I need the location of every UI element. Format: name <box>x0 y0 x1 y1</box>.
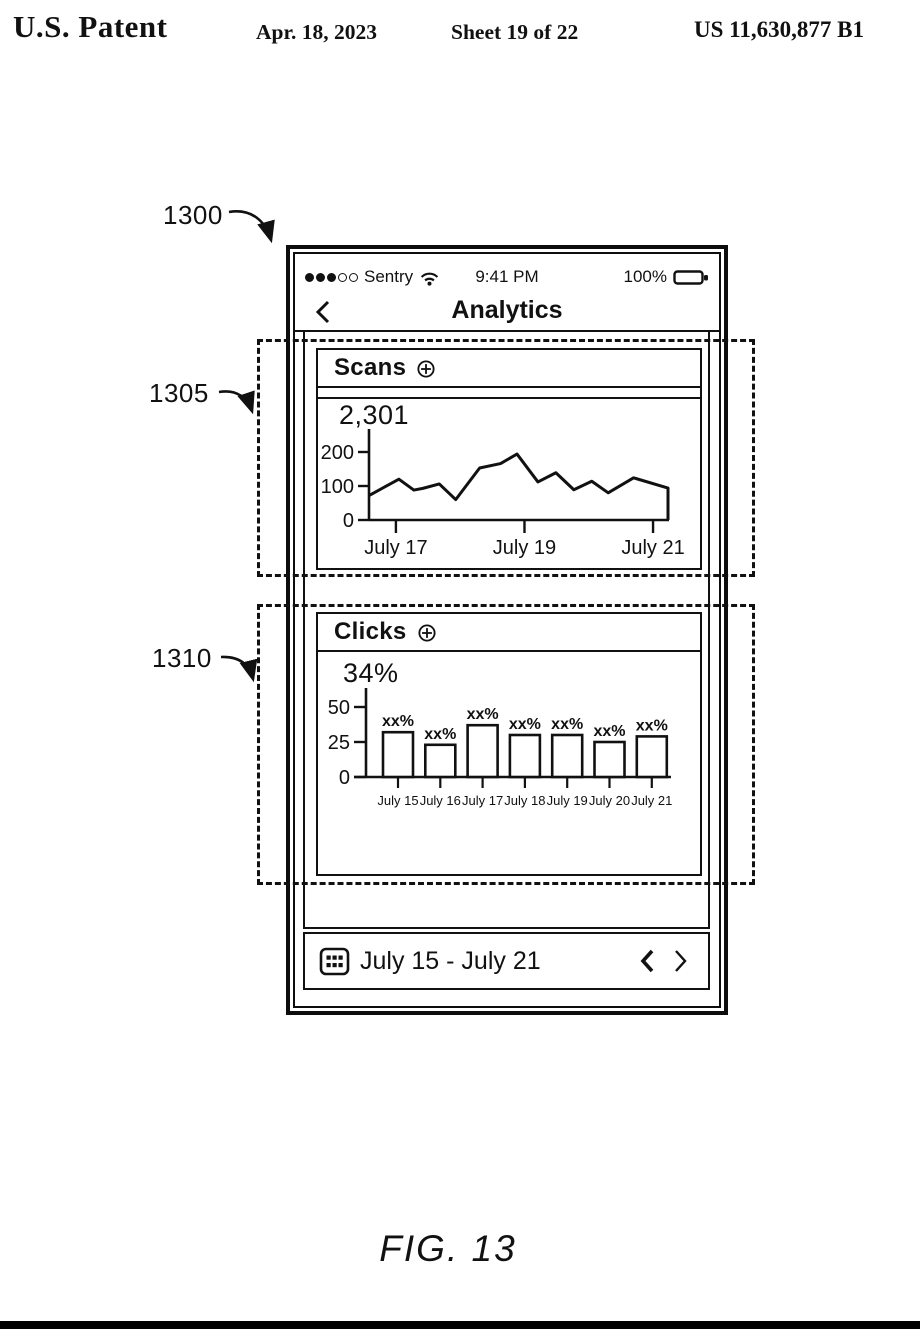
signal-dot <box>305 272 314 282</box>
calendar-icon <box>319 947 350 975</box>
phone-screen: Sentry 9:41 PM 100% <box>293 252 721 1008</box>
patent-header-number: US 11,630,877 B1 <box>694 17 864 42</box>
svg-text:xx%: xx% <box>382 713 414 730</box>
svg-text:xx%: xx% <box>424 726 456 743</box>
svg-text:100: 100 <box>321 476 354 498</box>
svg-text:July 16: July 16 <box>420 793 461 808</box>
patent-header-title: U.S. Patent <box>13 9 168 44</box>
svg-text:July 19: July 19 <box>493 537 556 559</box>
svg-text:200: 200 <box>321 442 354 464</box>
svg-text:July 20: July 20 <box>589 793 630 808</box>
leader-arrow-1300 <box>228 210 275 244</box>
clicks-add-button[interactable] <box>417 623 437 643</box>
signal-strength-icon <box>305 272 358 282</box>
scans-headline-value: 2,301 <box>339 400 410 430</box>
svg-text:July 19: July 19 <box>547 793 588 808</box>
svg-text:50: 50 <box>328 697 350 719</box>
scans-add-button[interactable] <box>416 359 436 379</box>
svg-text:July 15: July 15 <box>377 793 418 808</box>
chevron-left-icon <box>640 949 654 973</box>
svg-text:0: 0 <box>343 510 354 532</box>
content-panel <box>303 330 710 929</box>
signal-dot <box>349 272 358 282</box>
clicks-card-title: Clicks <box>334 618 407 645</box>
clicks-bar-chart: 0 25 50 xx% July 15 xx% July 16 xx% July 17 xx% Ju… <box>328 688 672 808</box>
battery-percent: 100% <box>623 267 667 286</box>
svg-text:xx%: xx% <box>467 706 499 723</box>
bottom-scan-bar <box>0 1321 920 1329</box>
leader-arrow-1305 <box>218 390 255 415</box>
wifi-icon <box>420 272 439 286</box>
ref-label-1310: 1310 <box>152 643 212 673</box>
circled-plus-icon <box>417 360 435 378</box>
figure-caption: FIG. 13 <box>379 1228 517 1269</box>
svg-text:July 17: July 17 <box>364 537 427 559</box>
ref-label-1305: 1305 <box>149 378 209 408</box>
clicks-headline-value: 34% <box>343 658 399 688</box>
svg-text:July 21: July 21 <box>631 793 672 808</box>
nav-bar: Analytics <box>295 294 719 332</box>
back-button[interactable] <box>313 299 335 325</box>
clicks-chart-area: 0 25 50 xx% July 15 xx% July 16 xx% July 17 xx% Ju… <box>318 652 700 873</box>
signal-dot <box>316 272 325 282</box>
clicks-card-header: Clicks <box>318 614 700 652</box>
patent-header-sheet: Sheet 19 of 22 <box>451 20 579 44</box>
scans-card-divider <box>318 388 700 399</box>
chevron-right-icon <box>675 950 687 972</box>
clicks-card: Clicks 0 25 50 xx% July 15 xx% July 16 xx% July … <box>316 612 702 876</box>
calendar-button[interactable] <box>319 947 350 976</box>
svg-text:July 18: July 18 <box>504 793 545 808</box>
leader-arrow-1310 <box>220 655 258 683</box>
svg-text:xx%: xx% <box>551 716 583 733</box>
svg-text:xx%: xx% <box>593 723 625 740</box>
svg-text:xx%: xx% <box>636 717 668 734</box>
svg-text:25: 25 <box>328 732 350 754</box>
carrier-label: Sentry <box>364 267 414 286</box>
phone-frame: Sentry 9:41 PM 100% <box>286 245 728 1015</box>
status-bar: Sentry 9:41 PM 100% <box>305 262 709 292</box>
svg-text:July 17: July 17 <box>462 793 503 808</box>
prev-week-button[interactable] <box>638 947 656 975</box>
circled-plus-icon <box>417 624 436 642</box>
date-range-bar: July 15 - July 21 <box>303 932 710 990</box>
battery-icon <box>673 269 708 285</box>
status-time: 9:41 PM <box>475 267 539 286</box>
date-range-label: July 15 - July 21 <box>360 946 541 975</box>
chevron-left-icon <box>315 300 330 324</box>
svg-text:0: 0 <box>339 767 350 789</box>
next-week-button[interactable] <box>672 947 690 975</box>
scans-card-title: Scans <box>334 354 407 381</box>
scans-card-header: Scans <box>318 350 700 388</box>
ref-label-1300: 1300 <box>163 200 223 230</box>
patent-header-date: Apr. 18, 2023 <box>256 20 378 44</box>
signal-dot <box>327 272 336 282</box>
page-title: Analytics <box>451 296 563 324</box>
signal-dot <box>338 272 347 282</box>
svg-text:xx%: xx% <box>509 716 541 733</box>
svg-text:July 21: July 21 <box>621 537 684 559</box>
